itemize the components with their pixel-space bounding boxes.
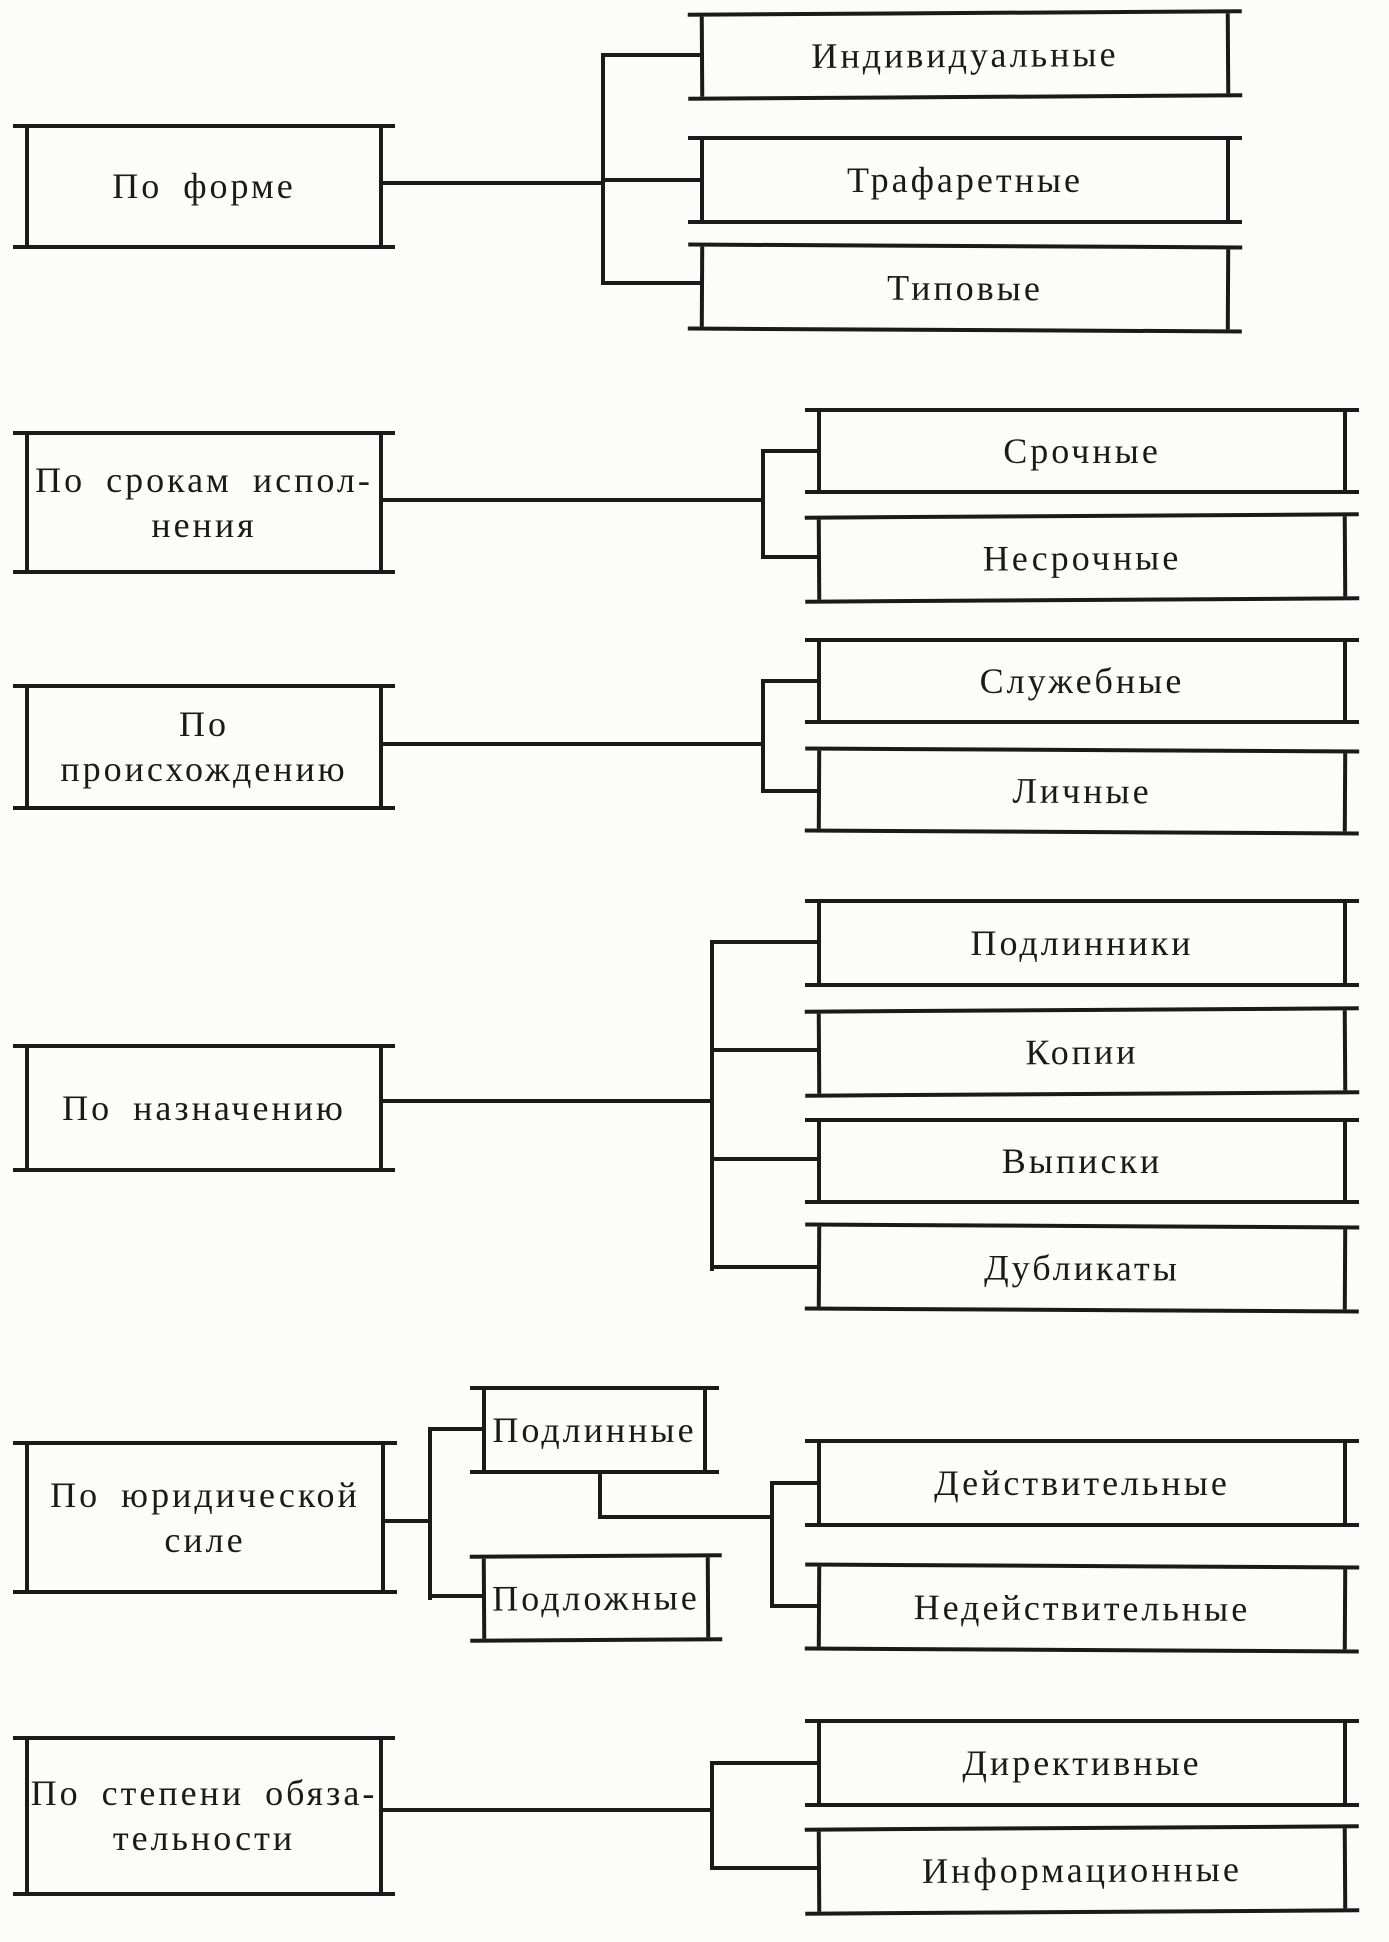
child-box-informatsionnye: Информационные: [816, 1828, 1348, 1912]
child-box-podlinniki: Подлинники: [805, 899, 1359, 987]
stub-line-g5-podlozhnye: [428, 1594, 482, 1598]
category-box-po-srokam-ispolneniya: По срокам испол- нения: [13, 431, 395, 574]
stub-line-g5-podlinnye: [428, 1427, 482, 1431]
child-box-direktivnye: Директивные: [805, 1719, 1359, 1807]
bracket-line-g1: [601, 53, 605, 285]
child-box-srochnye: Срочные: [805, 408, 1359, 494]
bracket-line-g6: [710, 1761, 714, 1870]
category-box-po-yuridicheskoy-sile: По юридической силе: [13, 1441, 397, 1594]
bracket-line-g4: [710, 940, 714, 1271]
category-box-po-proiskhozhdeniyu: По происхождению: [13, 684, 395, 810]
drop-line-g5: [598, 1470, 602, 1519]
stub-line-g1-2: [601, 178, 700, 182]
stub-line-g6-2: [710, 1866, 817, 1870]
stub-line-g3-2: [761, 789, 817, 793]
connector-line-g3: [383, 742, 763, 746]
child-box-lichnye: Личные: [816, 750, 1348, 832]
bracket-line-g5-left: [428, 1427, 432, 1600]
connector-line-g2: [383, 498, 763, 502]
category-box-po-forme: По форме: [13, 124, 395, 249]
stub-line-g5-nedeystvitelnye: [770, 1604, 817, 1608]
stub-line-g4-2: [710, 1048, 817, 1052]
child-box-kopii: Копии: [816, 1010, 1348, 1094]
child-box-dublikaty: Дубликаты: [816, 1226, 1348, 1310]
connector-line-g6: [383, 1808, 712, 1812]
connector-line-g5: [385, 1519, 430, 1523]
child-box-individualnye: Индивидуальные: [699, 13, 1231, 97]
category-box-po-stepeni-obyazatelnosti: По степени обяза- тельности: [13, 1736, 395, 1896]
stub-line-g6-1: [710, 1761, 817, 1765]
bracket-line-g3: [761, 679, 765, 793]
stub-line-g4-4: [710, 1265, 817, 1269]
bracket-line-g2: [761, 449, 765, 559]
connector-line-g5-sub: [598, 1515, 774, 1519]
bracket-line-g5-right: [770, 1481, 774, 1608]
child-box-tipovye: Типовые: [699, 246, 1231, 330]
child-box-deystvitelnye: Действительные: [805, 1439, 1359, 1527]
stub-line-g2-2: [761, 555, 817, 559]
child-box-nesrochnye: Несрочные: [816, 516, 1348, 600]
stub-line-g4-1: [710, 940, 817, 944]
child-box-nedeystvitelnye: Недействительные: [816, 1566, 1348, 1650]
child-box-podlozhnye: Подложные: [481, 1557, 711, 1639]
stub-line-g1-1: [601, 53, 700, 57]
connector-line-g1: [383, 181, 603, 185]
stub-line-g1-3: [601, 281, 700, 285]
stub-line-g2-1: [761, 449, 817, 453]
child-box-sluzhebnye: Служебные: [805, 638, 1359, 724]
category-box-po-naznacheniyu: По назначению: [13, 1044, 395, 1172]
child-box-podlinnye: Подлинные: [470, 1386, 719, 1474]
child-box-trafaretnye: Трафаретные: [688, 136, 1242, 224]
stub-line-g5-deystvitelnye: [770, 1481, 817, 1485]
child-box-vypiski: Выписки: [805, 1118, 1359, 1204]
stub-line-g4-3: [710, 1157, 817, 1161]
connector-line-g4: [383, 1099, 712, 1103]
stub-line-g3-1: [761, 679, 817, 683]
